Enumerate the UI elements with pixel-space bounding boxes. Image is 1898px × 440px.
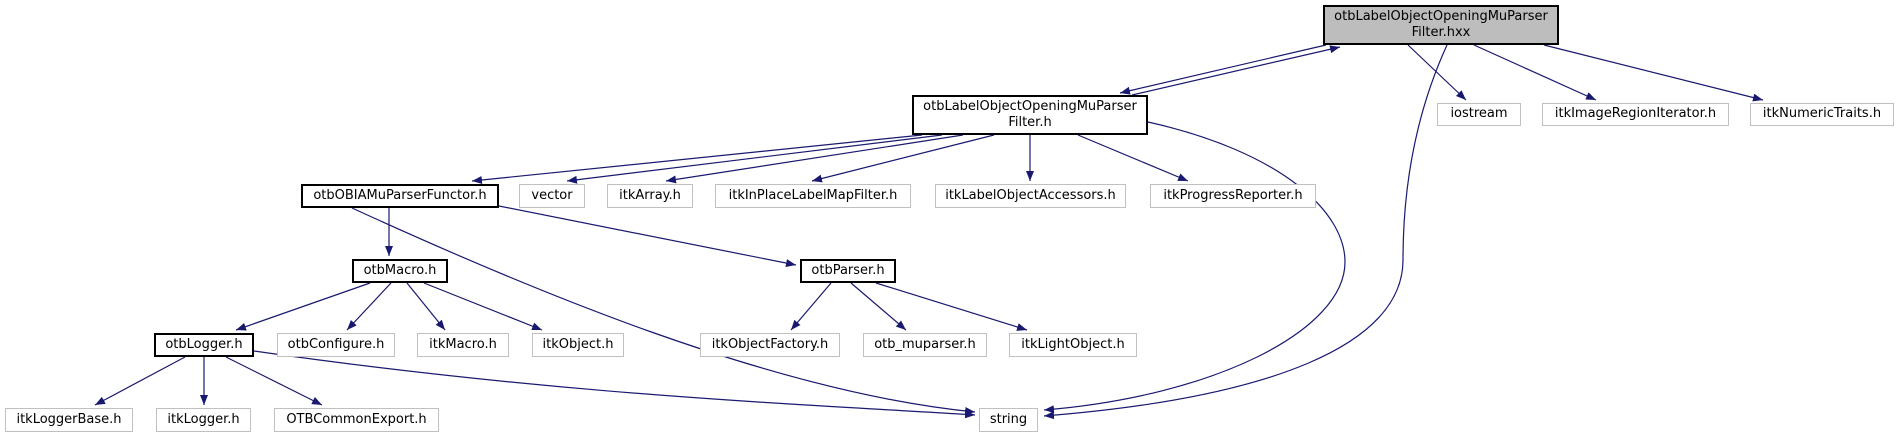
node-vector: vector — [519, 184, 585, 208]
edge-hxx-to-numericTraits — [1543, 44, 1764, 102]
node-itkArray: itkArray.h — [607, 184, 693, 208]
edge-otbMacro-to-otbConfigure — [346, 282, 392, 331]
edge-h-to-string — [1043, 121, 1346, 414]
edge-otbMacro-to-otbLogger — [235, 282, 371, 331]
edge-otbMacro-to-itkObject — [423, 282, 543, 331]
edge-h-to-inPlaceLabelMapFilter — [811, 134, 995, 183]
node-itkObject: itkObject.h — [532, 333, 624, 357]
edge-hxx-to-h — [1119, 44, 1327, 95]
edge-otbParser-to-otbMuparser — [850, 282, 907, 331]
node-otbConfigure: otbConfigure.h — [277, 333, 395, 357]
edge-otbMacro-to-itkMacro — [406, 282, 446, 331]
edge-hxx-to-string — [1043, 44, 1448, 420]
node-progressReporter: itkProgressReporter.h — [1150, 184, 1316, 208]
node-h[interactable]: otbLabelObjectOpeningMuParser Filter.h — [912, 95, 1148, 135]
node-otbLogger[interactable]: otbLogger.h — [154, 333, 254, 357]
node-iostream: iostream — [1437, 103, 1521, 126]
node-labelObjectAccessors: itkLabelObjectAccessors.h — [935, 184, 1126, 208]
node-functor[interactable]: otbOBIAMuParserFunctor.h — [301, 184, 499, 208]
edge-functor-to-otbParser — [498, 205, 797, 267]
node-itkLogger: itkLogger.h — [156, 408, 251, 432]
edge-h-to-itkArray — [665, 134, 964, 184]
edge-otbParser-to-lightObject — [875, 282, 1028, 331]
edge-h-to-progressReporter — [1077, 134, 1189, 182]
node-objectFactory: itkObjectFactory.h — [700, 333, 840, 357]
edge-h-to-functor — [471, 134, 923, 184]
node-commonExport: OTBCommonExport.h — [274, 408, 439, 432]
edge-hxx-to-iostream — [1407, 44, 1467, 101]
node-imageRegionIterator: itkImageRegionIterator.h — [1542, 103, 1729, 126]
edge-otbLogger-to-string — [253, 350, 976, 419]
edge-otbParser-to-objectFactory — [790, 282, 832, 331]
node-otbMacro[interactable]: otbMacro.h — [352, 259, 448, 283]
edge-hxx-to-imageRegionIterator — [1473, 44, 1597, 101]
node-lightObject: itkLightObject.h — [1009, 333, 1137, 357]
node-itkMacro: itkMacro.h — [417, 333, 509, 357]
edge-otbLogger-to-loggerBase — [94, 356, 186, 406]
edge-h-to-hxx — [1131, 45, 1341, 96]
edge-functor-to-string — [351, 207, 976, 416]
node-otbMuparser: otb_muparser.h — [863, 333, 987, 357]
node-numericTraits: itkNumericTraits.h — [1750, 103, 1894, 126]
node-hxx: otbLabelObjectOpeningMuParser Filter.hxx — [1323, 5, 1559, 45]
node-string: string — [979, 408, 1038, 432]
edge-h-to-vector — [566, 134, 943, 184]
node-inPlaceLabelMapFilter: itkInPlaceLabelMapFilter.h — [715, 184, 911, 208]
edge-otbLogger-to-commonExport — [225, 356, 323, 406]
node-otbParser[interactable]: otbParser.h — [800, 259, 896, 283]
node-loggerBase: itkLoggerBase.h — [5, 408, 133, 432]
